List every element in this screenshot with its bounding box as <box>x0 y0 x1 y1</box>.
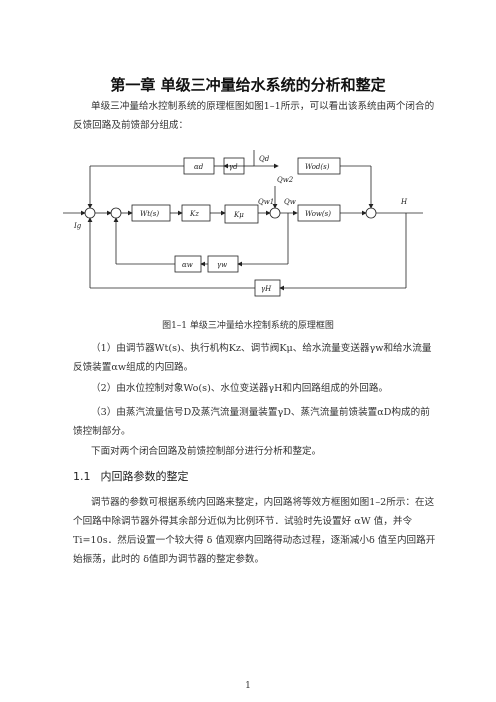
signal-h: H <box>400 198 408 206</box>
sum-junction-4 <box>365 207 377 219</box>
block-w-od <box>297 157 341 175</box>
label-w-ow: Wow(s) <box>305 210 331 218</box>
list-item-3: （3）由蒸汽流量信号D及蒸汽流量测量装置γD、蒸汽流量前馈装置αD构成的前馈控制… <box>73 407 430 437</box>
block-gamma-w <box>207 255 239 273</box>
intro-paragraph: 单级三冲量给水控制系统的原理框图如图1–1所示，可以看出该系统由两个闭合的反馈回… <box>73 101 435 131</box>
label-kz: Kz <box>189 210 199 218</box>
block-ku <box>224 204 259 224</box>
section-heading: 1.1 内回路参数的整定 <box>73 468 199 484</box>
signal-qw: Qw <box>284 198 296 206</box>
signal-qw2: Qw2 <box>277 176 294 184</box>
block-gamma-d <box>223 157 245 175</box>
signal-qd: Qd <box>259 155 270 163</box>
sum-junction-1 <box>84 207 96 219</box>
section-number: 1.1 <box>73 470 91 483</box>
block-wt <box>131 204 171 222</box>
label-gamma-d: γd <box>229 163 238 171</box>
label-wt: Wt(s) <box>140 210 159 218</box>
chapter-title: 第一章 单级三冲量给水系统的分析和整定 <box>110 76 386 94</box>
block-diagram: αd γd Wod(s) Wt(s) Kz Kμ Wow(s) αw γw γH… <box>63 150 423 297</box>
label-w-od: Wod(s) <box>305 163 330 171</box>
label-alpha-w: αw <box>182 261 193 269</box>
body-paragraph: 调节器的参数可根据系统内回路来整定，内回路将等效方框图如图1–2所示：在这个回路… <box>73 497 436 565</box>
transition-sentence: 下面对两个闭合回路及前馈控制部分进行分析和整定。 <box>91 446 322 457</box>
label-alpha-d: αd <box>194 163 204 171</box>
signal-qw1: Qw1 <box>258 198 274 206</box>
block-alpha-d <box>183 157 215 175</box>
block-kz <box>181 204 211 222</box>
block-w-ow <box>297 204 341 222</box>
label-gamma-h: γH <box>261 285 272 293</box>
sum-junction-2 <box>110 207 122 219</box>
page-number: 1 <box>245 681 251 691</box>
figure-caption: 图1–1 单级三冲量给水控制系统的原理框图 <box>162 321 334 331</box>
list-item-2: （2）由水位控制对象Wo(s)、水位变送器γH和内回路组成的外回路。 <box>91 383 389 394</box>
list-item-1: （1）由调节器Wt(s)、执行机构Kz、调节阀Kμ、给水流量变送器γw和给水流量… <box>73 343 432 373</box>
signal-ig: Ig <box>73 222 82 230</box>
section-title: 内回路参数的整定 <box>100 470 189 483</box>
block-alpha-w <box>174 255 202 273</box>
label-gamma-w: γw <box>217 261 227 269</box>
label-ku: Kμ <box>233 211 244 219</box>
sum-junction-3 <box>269 207 281 219</box>
block-gamma-h <box>254 279 281 297</box>
